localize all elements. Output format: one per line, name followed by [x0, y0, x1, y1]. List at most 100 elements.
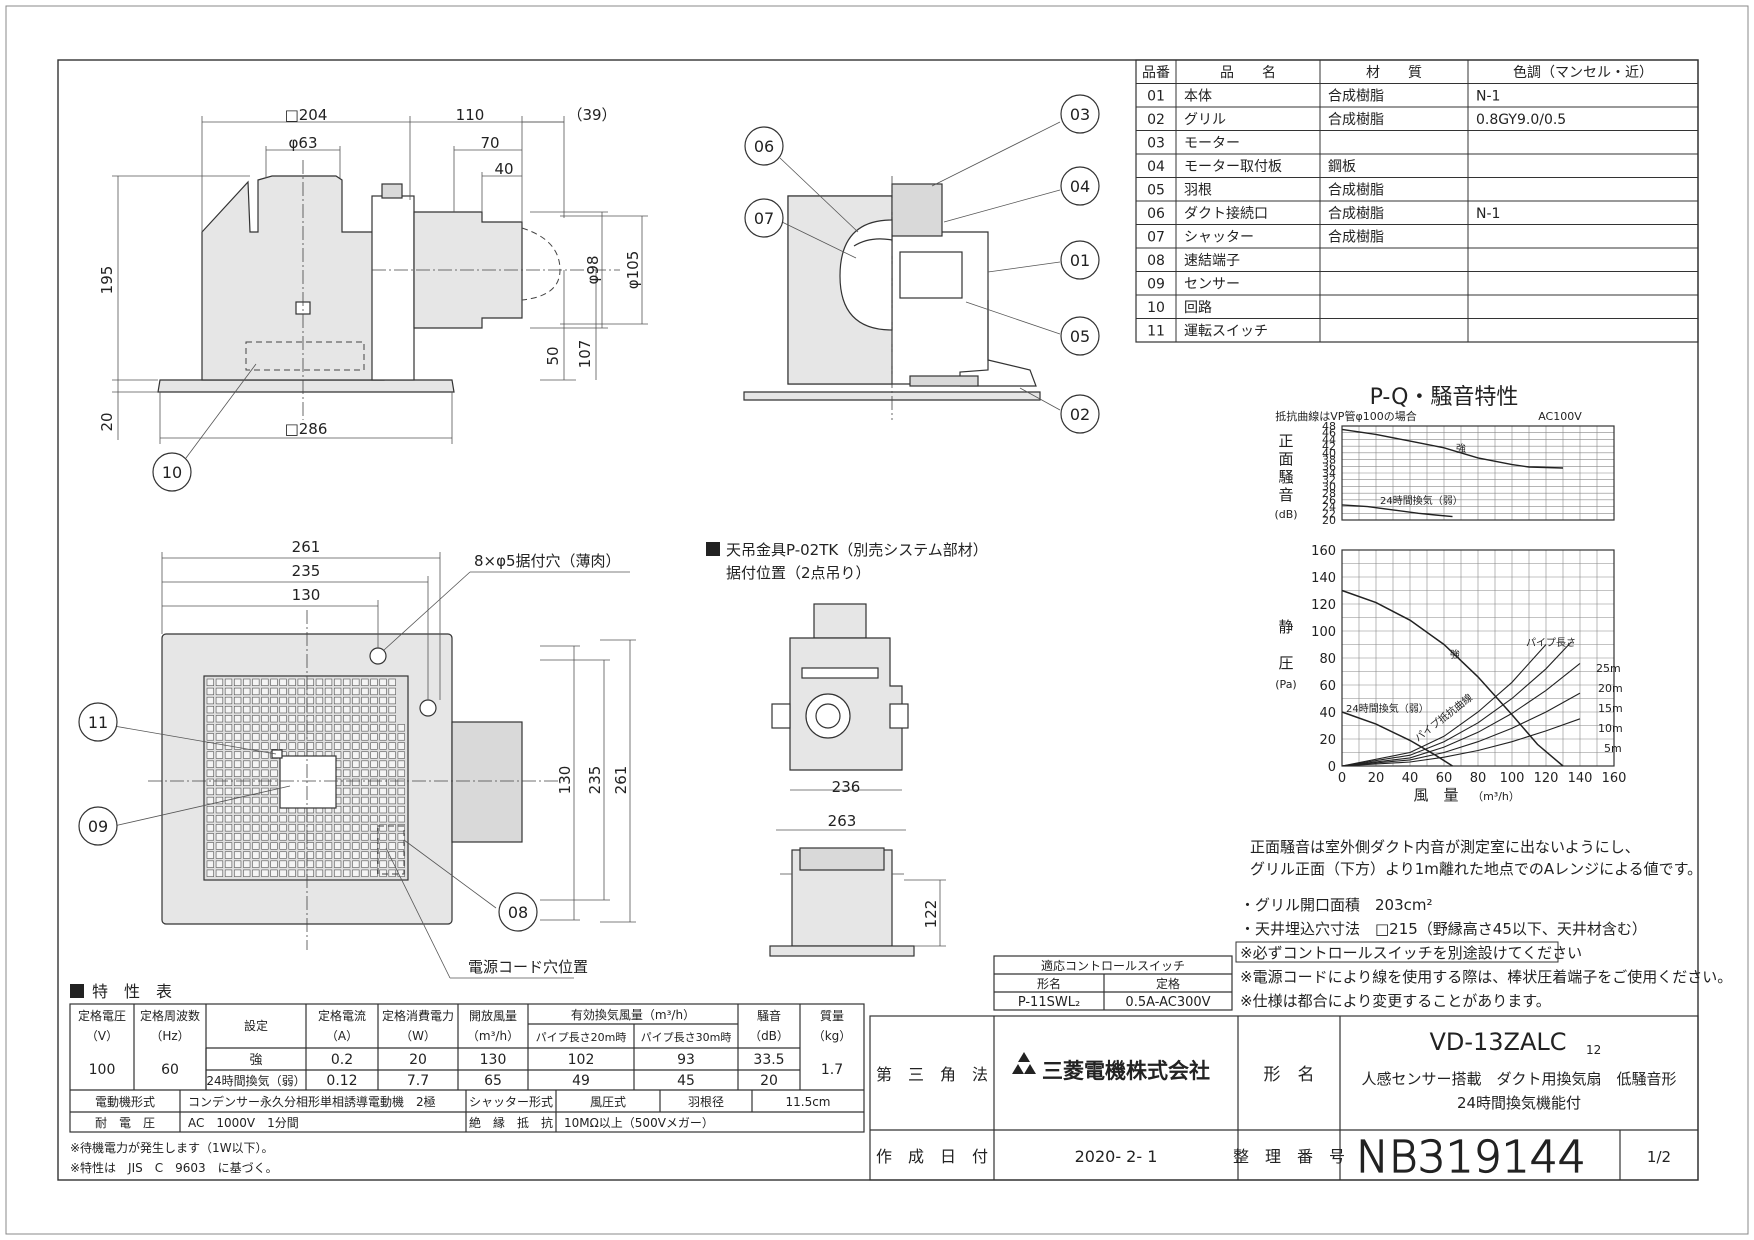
grille-cell [352, 796, 360, 805]
grille-cell [352, 760, 360, 768]
grille-cell [261, 769, 269, 777]
side-housing [201, 175, 385, 381]
grille-cell [297, 869, 305, 877]
grille-cell [361, 833, 369, 841]
grille-cell [379, 733, 387, 741]
outer-border [5, 5, 1749, 1235]
static-frame [1341, 549, 1615, 767]
grille-cell [361, 724, 369, 732]
grille-cell [397, 869, 405, 877]
hole-note: 8×φ5据付穴（薄肉） [474, 552, 621, 570]
static-tick: 0 [1328, 760, 1336, 775]
parts-cell: 回路 [1184, 300, 1212, 316]
grille-cell [370, 796, 378, 805]
x-tick: 100 [1500, 771, 1525, 786]
spec-r1-power: 20 [409, 1052, 427, 1068]
grille-cell [361, 742, 369, 750]
grille-cell [206, 696, 214, 705]
spec-change-note: ※仕様は都合により変更することがあります。 [1240, 992, 1551, 1010]
grille-cell [270, 687, 278, 696]
grille-cell [224, 842, 233, 850]
noise-ylabel-2: 面 [1278, 450, 1293, 468]
static-tick: 120 [1311, 598, 1336, 613]
spec-r2-setting: 24時間換気（弱） [206, 1073, 305, 1088]
callout-03-label: 03 [1070, 105, 1090, 124]
grille-cell [252, 851, 260, 859]
bracket-subtitle: 据付位置（2点吊り） [726, 564, 871, 582]
grille-cell [224, 751, 233, 759]
spec-r1-open: 130 [480, 1052, 507, 1068]
grille-cell [224, 860, 233, 868]
grille-cell [370, 751, 378, 759]
callout-10-label: 10 [162, 463, 182, 482]
grille-cell [206, 705, 214, 714]
grille-cell [297, 824, 305, 832]
spec-h-pipe20: パイプ長さ20m時 [536, 1031, 627, 1044]
grille-cell [361, 778, 369, 786]
grille-cell [297, 705, 305, 714]
parts-header-3: 色調（マンセル・近） [1513, 64, 1653, 81]
grille-cell [397, 842, 405, 850]
bottom-grille-cells [206, 678, 405, 877]
grille-cell [315, 815, 324, 823]
grille-cell [379, 715, 387, 723]
parts-cell: 02 [1147, 112, 1165, 128]
bracket-dim-236: 236 [832, 778, 861, 796]
spec-r2-pipe20: 49 [572, 1073, 590, 1089]
grille-cell [343, 715, 351, 723]
x-tick: 160 [1602, 771, 1627, 786]
grille-cell [333, 705, 342, 714]
grille-cell [361, 751, 369, 759]
grille-cell [252, 824, 260, 832]
sec-vane [853, 238, 893, 247]
grille-cell [306, 696, 314, 705]
grille-cell [297, 815, 305, 823]
grille-cell [279, 705, 287, 714]
grille-cell [206, 805, 214, 814]
grille-cell [379, 851, 387, 859]
static-ylabel-2: 圧 [1278, 654, 1293, 672]
noise-tick: 46 [1322, 427, 1336, 440]
grille-cell [215, 796, 224, 805]
chart-curves [1341, 428, 1581, 767]
grille-cell [343, 678, 351, 686]
grille-cell [288, 815, 296, 823]
grille-cell [388, 742, 396, 750]
spec-title: 特 性 表 [92, 982, 172, 1001]
bottom-dim-261-v: 261 [612, 766, 630, 795]
grille-cell [252, 796, 260, 805]
spec-r2-current: 0.12 [326, 1073, 357, 1089]
side-view: □204 110 （39） φ63 70 40 195 φ98 φ105 50 … [98, 106, 648, 492]
grille-cell [306, 833, 314, 841]
parts-cell: 本体 [1184, 89, 1212, 105]
grille-cell [379, 760, 387, 768]
grille-cell [306, 815, 314, 823]
grille-cell [261, 760, 269, 768]
callout-05-label: 05 [1070, 327, 1090, 346]
grille-cell [288, 724, 296, 732]
grille-cell [261, 687, 269, 696]
switch-h-model: 形名 [1037, 976, 1061, 991]
grille-cell [252, 769, 260, 777]
bracket-top-ring-inner [815, 703, 841, 729]
grille-cell [233, 715, 242, 723]
grille-cell [397, 860, 405, 868]
spec-h-effective: 有効換気風量（m³/h） [571, 1007, 695, 1022]
side-clip [371, 195, 415, 381]
grille-cell [206, 760, 214, 768]
title-block: 第 三 角 法 三菱電機株式会社 形 名 VD-13ZALC 12 人感センサー… [869, 1015, 1699, 1184]
grille-cell [270, 778, 278, 786]
grille-cell [324, 687, 333, 696]
grille-cell [388, 715, 396, 723]
grille-cell [224, 805, 233, 814]
grille-cell [315, 724, 324, 732]
bracket-side-motor [799, 847, 885, 871]
noise-unit: (dB) [1274, 508, 1297, 521]
grille-cell [324, 842, 333, 850]
callout-07 [744, 198, 784, 238]
spec-u-freq: （Hz） [150, 1029, 189, 1043]
noise-grid [1341, 425, 1615, 521]
grille-cell [243, 805, 251, 814]
grille-cell [206, 796, 214, 805]
